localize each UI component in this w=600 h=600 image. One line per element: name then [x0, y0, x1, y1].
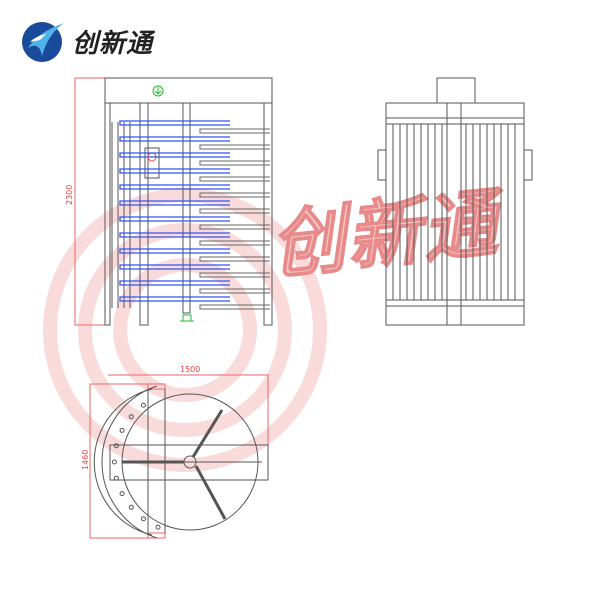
- width-dimension-label: 1500: [180, 365, 200, 374]
- right-post: [263, 102, 273, 326]
- rotor-arm: [119, 120, 230, 126]
- rotor-arm: [119, 184, 230, 190]
- rotor-arm: [119, 232, 230, 238]
- direction-arrow-icon: [152, 85, 164, 97]
- gate-bar: [199, 224, 270, 230]
- mount-hole: [155, 524, 161, 530]
- mount-hole: [128, 414, 134, 420]
- mount-hole: [140, 516, 146, 522]
- rotor-arm: [119, 216, 230, 222]
- gate-bar: [199, 208, 270, 214]
- brand-logo: 创新通: [20, 18, 153, 64]
- depth-dimension-line: [89, 383, 148, 539]
- top-canopy: [104, 77, 273, 104]
- gate-bar: [199, 288, 270, 294]
- front-view: [74, 77, 273, 326]
- mount-hole: [140, 402, 146, 408]
- gate-bar: [199, 160, 270, 166]
- mount-hole: [119, 491, 125, 497]
- logo-icon: [22, 22, 64, 62]
- side-center-post: [446, 102, 462, 326]
- gate-bar: [199, 304, 270, 310]
- gate-bar: [199, 144, 270, 150]
- gate-bar: [199, 272, 270, 278]
- rotor-arm: [119, 168, 230, 174]
- logo-text: 创新通: [72, 28, 154, 59]
- card-reader: [144, 147, 160, 179]
- rotor-arm: [119, 280, 230, 286]
- mount-hole: [111, 459, 117, 465]
- gate-bar: [199, 240, 270, 246]
- side-view: [377, 77, 533, 326]
- base-indicator: [180, 314, 194, 322]
- rotor-arm: [119, 136, 230, 142]
- left-gate-column: [139, 102, 149, 326]
- width-dimension-line: [108, 374, 269, 445]
- rotor-arm: [119, 296, 230, 302]
- gate-bar: [199, 128, 270, 134]
- gate-bar: [199, 256, 270, 262]
- rotor-arm: [119, 200, 230, 206]
- center-rotor-post: [182, 102, 191, 314]
- outer-arc: [93, 388, 153, 536]
- top-view: [89, 374, 269, 539]
- rotor-arm: [119, 152, 230, 158]
- rotor-arm: [119, 248, 230, 254]
- mount-hole: [113, 475, 119, 481]
- left-post: [104, 102, 111, 326]
- mount-hole: [119, 427, 125, 433]
- side-top-box: [436, 77, 476, 104]
- mount-hole: [128, 504, 134, 510]
- depth-dimension-label: 1460: [81, 450, 90, 470]
- height-dimension-line: [74, 77, 106, 326]
- gate-bar: [199, 176, 270, 182]
- mount-hole: [113, 443, 119, 449]
- rotor-arm: [119, 264, 230, 270]
- height-dimension-label: 2300: [65, 185, 74, 205]
- gate-bar: [199, 192, 270, 198]
